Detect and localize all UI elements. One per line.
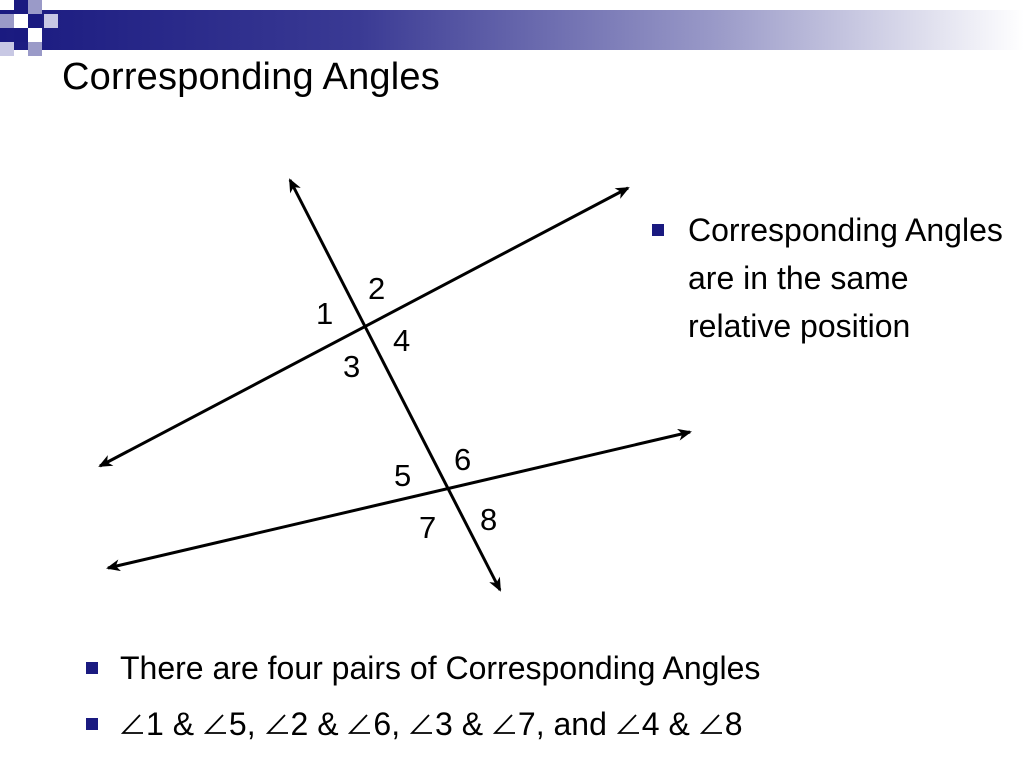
angle-label-5: 5: [394, 458, 411, 493]
pair-part-4: 4 &: [641, 705, 699, 742]
pair-part-7: 7, and: [517, 705, 616, 742]
decor-square: [14, 28, 28, 42]
bullet-item: 1 & 5, 2 & 6, 3 & 7, and 4 & 8: [86, 696, 986, 752]
angle-pairs-list: 1 & 5, 2 & 6, 3 & 7, and 4 & 8: [120, 706, 743, 743]
angle-label-2: 2: [368, 271, 385, 306]
bullet-text-four-pairs: There are four pairs of Corresponding An…: [120, 649, 761, 686]
bullet-item: There are four pairs of Corresponding An…: [86, 640, 986, 696]
decor-square: [28, 14, 42, 28]
angle-symbol-icon: [616, 714, 639, 734]
decor-square: [14, 0, 28, 14]
pair-part-3: 3 &: [435, 705, 492, 742]
lower-parallel-line: [106, 428, 692, 572]
decor-square: [0, 42, 14, 56]
decor-square: [44, 14, 58, 28]
decor-square: [14, 14, 28, 28]
square-bullet-icon: [86, 662, 98, 674]
angle-symbol-icon: [265, 714, 288, 734]
pair-part-5: 5,: [228, 705, 265, 742]
corner-squares-decoration: [0, 0, 90, 70]
pair-part-6: 6,: [373, 705, 409, 742]
angle-label-1: 1: [316, 296, 333, 331]
side-bullet-text: Corresponding Angles are in the same rel…: [688, 212, 1003, 344]
decor-square: [0, 14, 14, 28]
angle-label-7: 7: [419, 510, 436, 545]
angle-label-4: 4: [393, 323, 410, 358]
angle-label-3: 3: [343, 349, 360, 384]
angle-symbol-icon: [409, 714, 432, 734]
decor-square: [28, 28, 42, 42]
side-bullet: Corresponding Angles are in the same rel…: [652, 206, 1012, 350]
angle-symbol-icon: [120, 714, 143, 734]
square-bullet-icon: [86, 718, 98, 730]
header-gradient-bar: [0, 10, 1024, 50]
bottom-bullet-list: There are four pairs of Corresponding An…: [86, 640, 986, 752]
angle-symbol-icon: [699, 714, 722, 734]
pair-part-8: 8: [724, 705, 743, 742]
pair-part-1: 1 &: [146, 705, 203, 742]
square-bullet-icon: [652, 224, 664, 236]
page-title: Corresponding Angles: [62, 56, 440, 98]
angle-symbol-icon: [492, 714, 515, 734]
angle-symbol-icon: [203, 714, 226, 734]
angle-symbol-icon: [348, 714, 371, 734]
angle-label-8: 8: [480, 502, 497, 537]
transversal-line: [288, 178, 502, 592]
angle-label-6: 6: [454, 442, 471, 477]
decor-square: [28, 0, 42, 14]
pair-part-2: 2 &: [290, 705, 348, 742]
decor-square: [28, 42, 42, 56]
